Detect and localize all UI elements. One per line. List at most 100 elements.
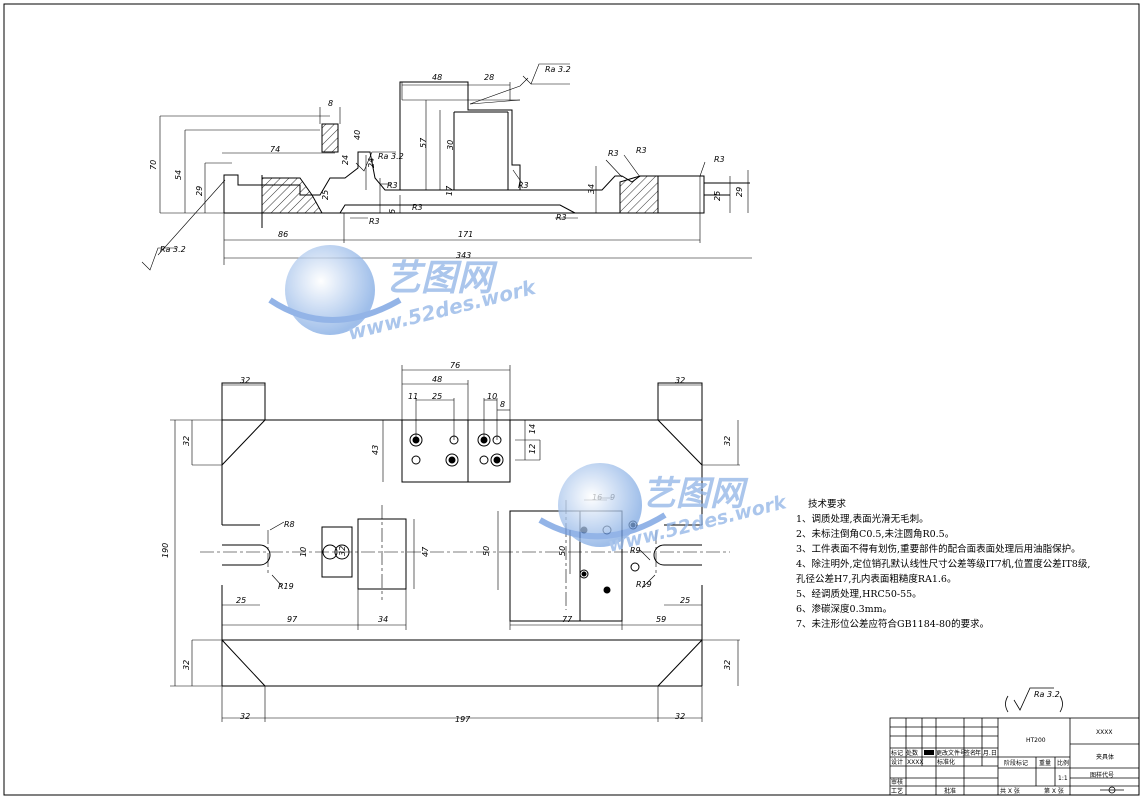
dimension-label: 197: [455, 715, 471, 724]
dimension-label: 32: [675, 712, 685, 721]
dimension-label: R3: [518, 181, 529, 190]
front-view-dimension-lines: [141, 63, 752, 271]
dimension-label: 29: [735, 187, 744, 197]
stage-label: 阶段标记: [1004, 759, 1028, 767]
dimension-label: 43: [371, 445, 380, 455]
tech-req-title: 技术要求: [808, 498, 847, 510]
watermark-brand: 艺图网: [385, 258, 498, 299]
sheets-total: 共 X 张: [1000, 787, 1020, 795]
dimension-label: 32: [182, 660, 191, 670]
drawing-border: [3, 3, 1140, 796]
dimension-label: 86: [278, 230, 288, 239]
tech-req-item: 孔径公差H7,孔内表面粗糙度RA1.6。: [796, 573, 956, 585]
dimension-label: 190: [161, 543, 170, 558]
dimension-label: R19: [278, 582, 294, 591]
top-view-center-lines: [200, 500, 730, 610]
dimension-label: 50: [558, 546, 567, 556]
tech-req-item: 5、经调质处理,HRC50-55。: [796, 588, 922, 600]
dimension-label: 17: [445, 185, 454, 196]
dimension-label: 10: [487, 392, 497, 401]
dimension-label: 47: [421, 546, 430, 557]
dimension-label: R3: [714, 155, 725, 164]
watermark-logo-2: 艺图网 www.52des.work: [538, 463, 790, 557]
dimension-label: R3: [636, 146, 647, 155]
drawing-no: 图样代号: [1090, 771, 1114, 779]
dimension-label: 76: [450, 361, 460, 370]
company: XXXX: [1096, 729, 1112, 736]
dimension-label: 57: [419, 137, 428, 148]
dimension-label: 6: [388, 209, 397, 214]
dimension-label: 59: [656, 615, 666, 624]
dimension-label: 25: [713, 191, 722, 201]
front-view-sections: [261, 123, 659, 214]
dimension-label: 11: [408, 392, 418, 401]
dimension-label: 8: [328, 99, 333, 108]
dimension-label: 34: [587, 184, 596, 194]
designer-label: 设计: [891, 758, 903, 766]
dimension-label: 34: [378, 615, 388, 624]
scale-label: 比例: [1057, 759, 1069, 767]
dimension-label: 171: [458, 230, 473, 239]
dimension-label: 25: [432, 392, 442, 401]
dimension-label: 25: [321, 190, 330, 200]
dimension-label: Ra 3.2: [160, 245, 186, 254]
dimension-label: 32: [182, 436, 191, 446]
dimension-label: Ra 3.2: [545, 65, 571, 74]
watermark-logo: 艺图网 www.52des.work: [268, 245, 539, 345]
dimension-label: R3: [369, 217, 380, 226]
dimension-label: 14: [528, 424, 537, 434]
watermark-brand-2: 艺图网: [642, 474, 749, 514]
dimension-label: 48: [432, 73, 442, 82]
dimension-label: 48: [432, 375, 442, 384]
dimension-label: 24: [341, 155, 350, 165]
tech-req-item: 2、未标注倒角C0.5,未注圆角R0.5。: [796, 528, 954, 540]
dimension-label: 10: [299, 547, 308, 557]
tech-req-item: 1、调质处理,表面光滑无毛刺。: [796, 513, 929, 525]
general-roughness-value: Ra 3.2: [1034, 690, 1060, 699]
sheet-no: 第 X 张: [1044, 787, 1064, 795]
dimension-label: 32: [723, 436, 732, 446]
dimension-label: 24: [367, 158, 376, 168]
dimension-label: 32: [723, 660, 732, 670]
dimension-label: 97: [287, 615, 298, 624]
scale-value: 1:1: [1058, 775, 1068, 782]
dimension-label: 29: [195, 186, 204, 196]
dimension-label: R8: [284, 520, 295, 529]
rev-header: 标记: [891, 749, 903, 757]
dimension-label: 12: [528, 444, 537, 454]
dimension-label: 32: [240, 712, 250, 721]
dimension-label: Ra 3.2: [378, 152, 404, 161]
tech-requirements: 技术要求 1、调质处理,表面光滑无毛刺。 2、未标注倒角C0.5,未注圆角R0.…: [796, 498, 1090, 630]
title-block: [889, 717, 1140, 796]
dimension-label: 32: [240, 376, 250, 385]
title-block-text: 标记 处数 更改文件号 签名 年.月.日 设计 XXXX 标准化 审核 工艺 批…: [891, 729, 1114, 795]
tech-req-item: 7、未注形位公差应符合GB1184-80的要求。: [796, 618, 989, 630]
dimension-label: 32: [675, 376, 685, 385]
dimension-label: 50: [482, 546, 491, 556]
dimension-label: 25: [236, 596, 246, 605]
weight-label: 重量: [1039, 759, 1051, 767]
dimension-label: 28: [484, 73, 494, 82]
dimension-label: 343: [456, 251, 471, 260]
tech-req-item: 4、除注明外,定位销孔默认线性尺寸公差等级IT7机,位置度公差IT8级,: [796, 558, 1090, 570]
dimension-label: R3: [412, 203, 423, 212]
rev-header: 签名: [964, 749, 976, 757]
dimension-label: 74: [270, 145, 280, 154]
dimension-label: 77: [562, 615, 573, 624]
dimension-label: 54: [174, 170, 183, 180]
dimension-label: 40: [353, 130, 362, 140]
dimension-label: R9: [630, 546, 641, 555]
approve-label: 批准: [944, 787, 956, 795]
part-name: 夹具体: [1096, 753, 1114, 761]
general-roughness: [1005, 687, 1063, 713]
dimension-label: 8: [500, 400, 505, 409]
tech-req-item: 6、渗碳深度0.3mm。: [796, 603, 892, 615]
tech-req-item: 3、工件表面不得有划伤,重要部件的配合面表面处理后用油脂保护。: [796, 543, 1081, 555]
dimension-label: 25: [680, 596, 690, 605]
process-label: 工艺: [891, 787, 903, 795]
dimension-label: 30: [446, 140, 455, 150]
dimension-label: R3: [608, 149, 619, 158]
